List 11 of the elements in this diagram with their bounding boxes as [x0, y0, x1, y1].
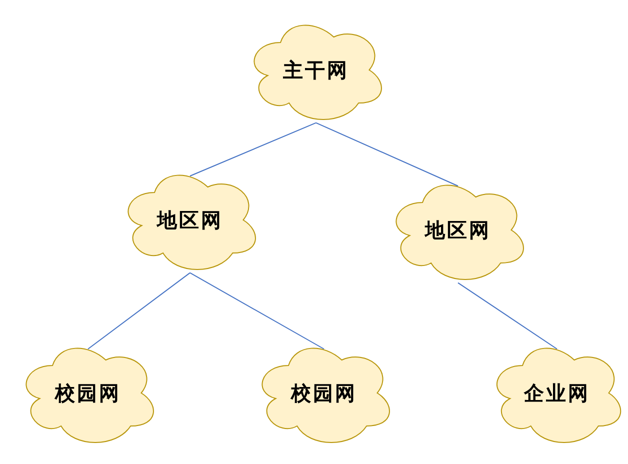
- connector-line: [88, 272, 190, 350]
- node-label: 地区网: [425, 217, 491, 244]
- connector-line: [190, 122, 316, 176]
- node-label: 主干网: [283, 57, 349, 84]
- node-label: 校园网: [55, 380, 121, 407]
- node-label: 校园网: [291, 380, 357, 407]
- connector-line: [190, 272, 324, 350]
- node-label: 地区网: [157, 207, 223, 234]
- connector-line: [316, 122, 458, 186]
- node-label: 企业网: [524, 380, 590, 407]
- connector-line: [458, 282, 558, 350]
